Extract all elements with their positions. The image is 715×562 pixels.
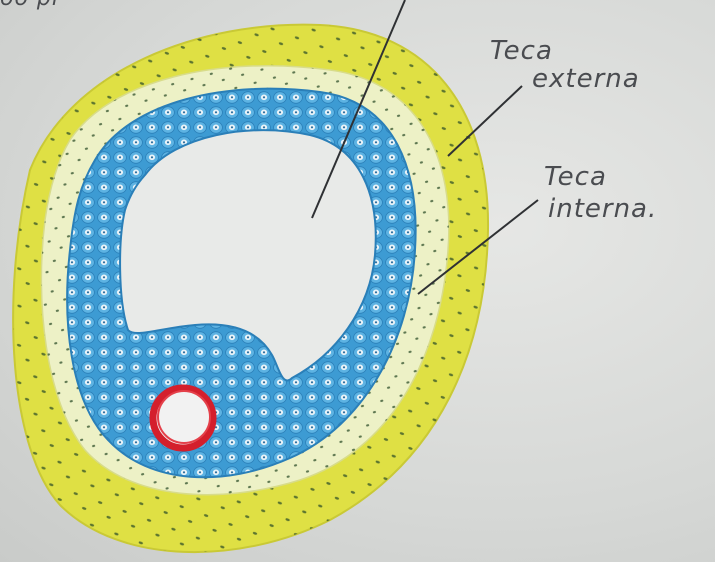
label-partial-top: oo pi [0, 0, 59, 12]
oocyte [153, 388, 213, 448]
label-theca-interna-line2: interna. [548, 196, 657, 222]
label-theca-externa-line2: externa [532, 66, 640, 92]
label-theca-externa-line1: Teca [490, 38, 553, 64]
label-theca-interna-line1: Teca [544, 164, 607, 190]
